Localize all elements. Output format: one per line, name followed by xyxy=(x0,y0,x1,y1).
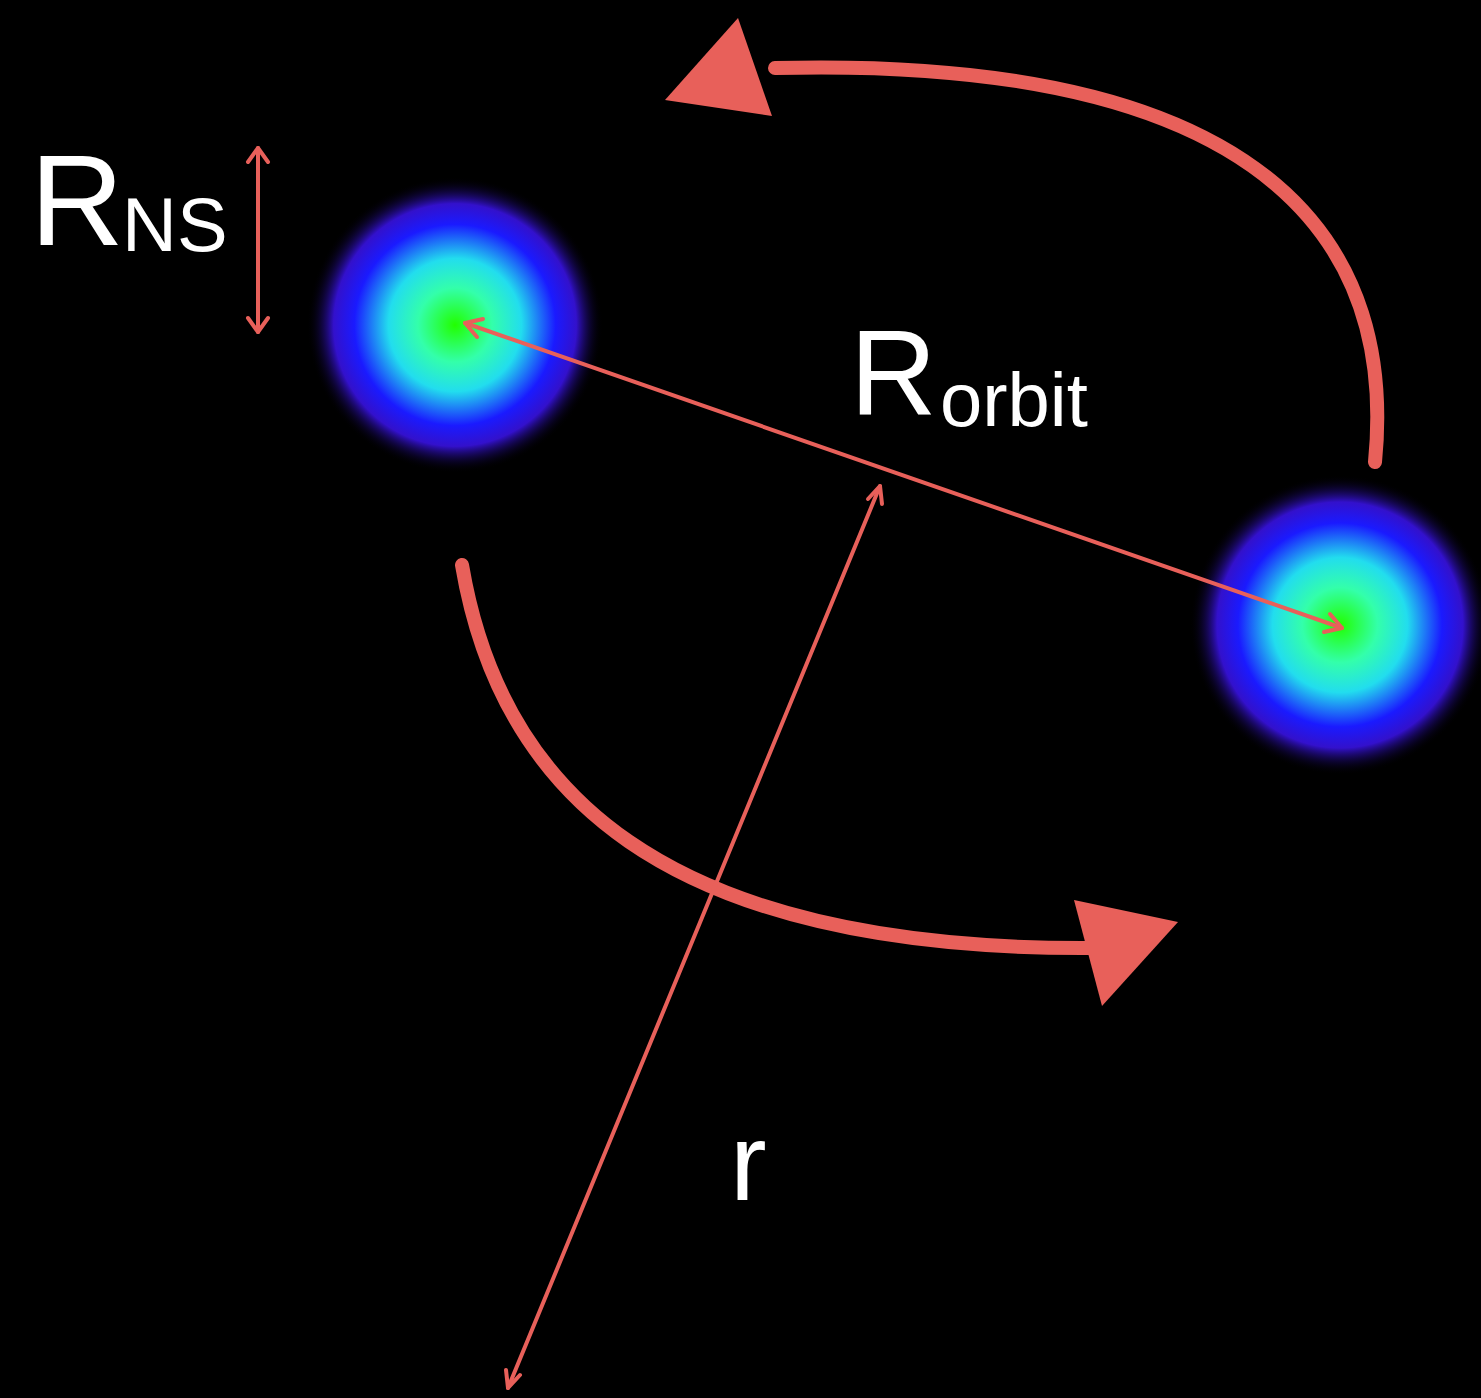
arrowhead xyxy=(1324,614,1342,632)
arrowhead xyxy=(248,148,268,162)
symbol-label: R xyxy=(850,313,937,433)
subscript: orbit xyxy=(940,362,1088,438)
symbol-label: r xyxy=(730,1107,767,1217)
orbit-arrow xyxy=(775,67,1377,462)
neutron-star xyxy=(307,177,603,473)
arrowhead xyxy=(868,486,882,504)
subscript: NS xyxy=(122,187,228,263)
arrowhead xyxy=(665,18,772,116)
arrowhead xyxy=(465,319,483,337)
arrowhead xyxy=(506,1370,520,1388)
arrowhead xyxy=(248,318,268,332)
dimension-line xyxy=(256,148,260,332)
symbol-label: R xyxy=(30,135,124,265)
dimension-line xyxy=(508,486,880,1388)
arrowhead xyxy=(1074,900,1178,1006)
orbit-arrow xyxy=(462,565,1090,948)
